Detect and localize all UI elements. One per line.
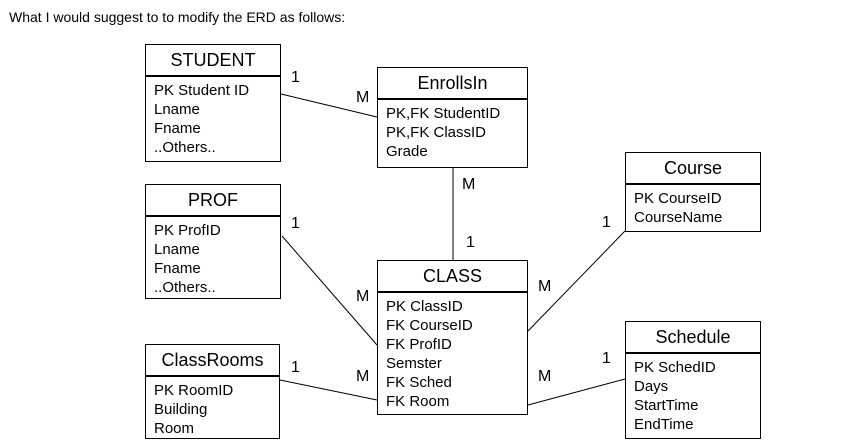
entity-schedule: Schedule PK SchedID Days StartTime EndTi… [625,321,761,439]
attribute: PK,FK StudentID [386,105,501,122]
attribute: StartTime [634,397,699,414]
attribute: Grade [386,143,428,160]
attribute: Room [154,420,195,437]
entity-title: Course [626,153,760,185]
cardinality-schedule-class-one: 1 [602,350,611,367]
schedule-class-line [527,378,626,406]
attribute: FK Room [386,393,450,410]
cardinality-prof-class-many: M [356,288,370,305]
attribute: PK,FK ClassID [386,124,487,141]
entity-title: CLASS [378,261,527,293]
entity-title: Schedule [626,322,760,354]
cardinality-course-class-many: M [538,278,552,295]
course-class-line [527,230,626,332]
attribute: Fname [154,120,201,137]
attribute: PK SchedID [634,359,716,376]
attribute: PK RoomID [154,382,234,399]
attribute: FK CourseID [386,317,473,334]
attribute: PK ClassID [386,298,463,315]
entity-course: Course PK CourseID CourseName [625,152,761,232]
entity-classrooms: ClassRooms PK RoomID Building Room [145,344,280,439]
attribute: Semster [386,355,442,372]
entity-title: PROF [146,185,280,217]
intro-text: What I would suggest to to modify the ER… [9,9,346,25]
entity-prof: PROF PK ProfID Lname Fname ..Others.. [145,184,281,299]
entity-title: ClassRooms [146,345,279,377]
cardinality-enrollsin-class-many: M [462,176,476,193]
attribute: Lname [154,101,200,118]
entity-title: EnrollsIn [378,68,527,100]
attribute: FK Sched [386,374,452,391]
cardinality-student-enrollsin-one: 1 [291,69,300,86]
attribute: Building [154,401,208,418]
attribute: PK CourseID [634,190,722,207]
cardinality-course-class-one: 1 [602,214,611,231]
entity-class: CLASS PK ClassID FK CourseID FK ProfID S… [377,260,528,415]
prof-class-line [281,235,378,346]
attribute: CourseName [634,209,723,226]
classrooms-class-line [279,379,378,401]
attribute: PK ProfID [154,222,221,239]
cardinality-classrooms-class-many: M [356,368,370,385]
entity-student: STUDENT PK Student ID Lname Fname ..Othe… [145,44,281,162]
entity-title: STUDENT [146,45,280,77]
cardinality-student-enrollsin-many: M [356,89,370,106]
attribute: EndTime [634,416,694,433]
cardinality-prof-class-one: 1 [291,215,300,232]
student-enrollsin-line [280,93,378,118]
attribute: ..Others.. [154,279,216,296]
attribute: FK ProfID [386,336,452,353]
attribute: Fname [154,260,201,277]
attribute: ..Others.. [154,139,216,156]
cardinality-enrollsin-class-one: 1 [466,234,475,251]
cardinality-schedule-class-many: M [538,368,552,385]
entity-enrollsin: EnrollsIn PK,FK StudentID PK,FK ClassID … [377,67,528,168]
cardinality-classrooms-class-one: 1 [291,359,300,376]
attribute: Days [634,378,669,395]
attribute: Lname [154,241,200,258]
attribute: PK Student ID [154,82,250,99]
